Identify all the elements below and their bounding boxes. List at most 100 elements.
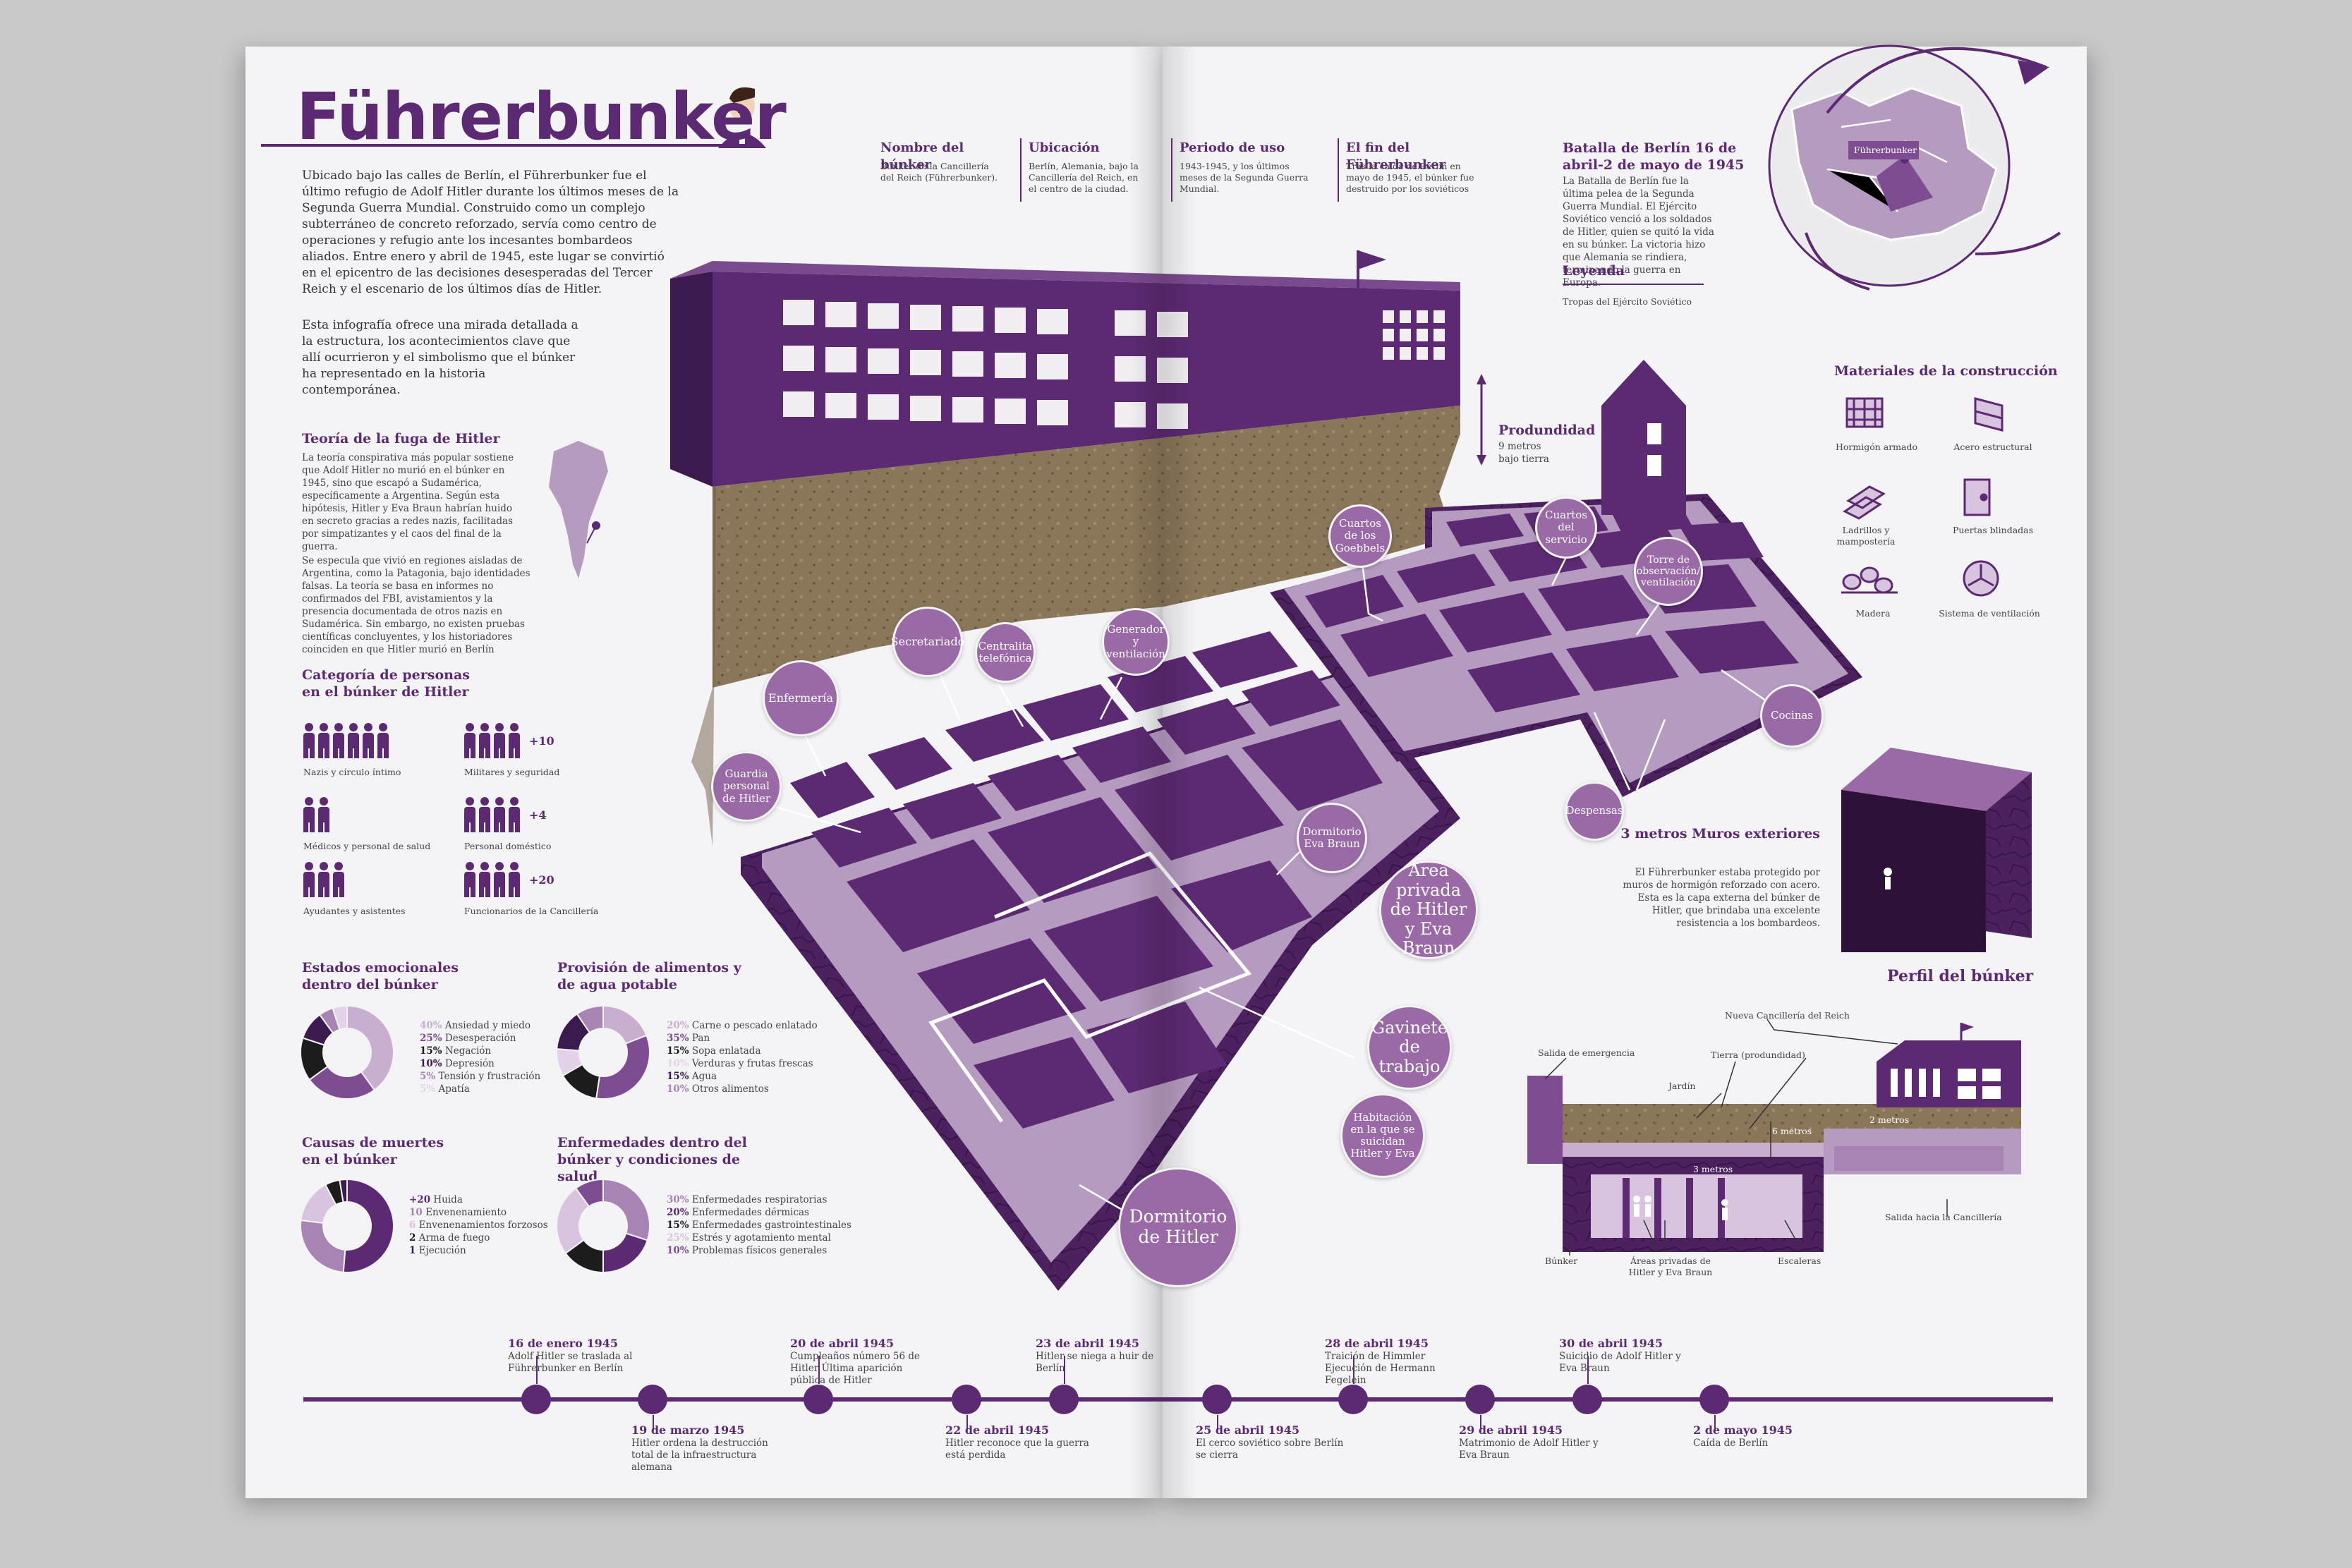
timeline-dot	[1338, 1385, 1368, 1414]
legend-value: 6	[409, 1220, 416, 1231]
person-icon	[509, 797, 520, 834]
timeline-text: Hitler ordena la destrucción total de la…	[631, 1438, 768, 1473]
legend-value: 10%	[667, 1245, 689, 1256]
chart-legend-item: 15% Negación	[420, 1045, 491, 1057]
room-label: Generador y ventilación	[1102, 608, 1170, 676]
timeline-date: 30 de abril 1945	[1559, 1337, 1663, 1350]
person-icon	[318, 797, 329, 834]
timeline-text: Suicidio de Adolf Hitler y Eva Braun	[1559, 1351, 1681, 1374]
room-label: Cuartos del servicio	[1535, 497, 1597, 559]
legend-label: Sopa enlatada	[689, 1045, 761, 1057]
room-label: Área privada de Hitler y Eva Braun	[1379, 861, 1478, 959]
donut-slice	[574, 1178, 604, 1208]
timeline-date: 16 de enero 1945	[508, 1337, 618, 1350]
donut-slice	[332, 1004, 348, 1031]
fact-title: Periodo de uso	[1180, 140, 1285, 155]
escape-paragraph-2: Se especula que vivió en regiones aislad…	[302, 555, 531, 655]
donut-slice	[300, 1219, 346, 1273]
person-icon	[464, 862, 475, 899]
people-extra-count: +20	[529, 873, 554, 887]
legend-item: Tropas del Ejército Soviético	[1563, 296, 1692, 307]
chart-legend-item: 5% Apatía	[420, 1083, 470, 1095]
material-label: Ladrillos y mampostería	[1836, 525, 1896, 547]
walls-text: El Führerbunker estaba protegido por mur…	[1623, 867, 1820, 929]
room-label: Secretariado	[891, 607, 964, 677]
bunker-floor-plan-left	[741, 631, 1460, 1291]
timeline-tick	[1064, 1356, 1065, 1384]
people-extra-count: +4	[529, 808, 547, 822]
person-icon	[479, 723, 490, 760]
person-icon	[303, 797, 315, 834]
berlin-map	[1768, 44, 2061, 291]
chart-legend-item: +20 Huida	[409, 1193, 463, 1206]
legend-value: 20%	[667, 1207, 689, 1218]
person-icon	[303, 862, 315, 899]
timeline-date: 19 de marzo 1945	[631, 1423, 745, 1437]
bricks-icon	[1843, 485, 1886, 520]
timeline-tick	[1587, 1356, 1589, 1384]
depth-2m-label: 2 metros	[1869, 1114, 1910, 1125]
chart-legend-item: 10% Depresión	[420, 1057, 495, 1070]
chart-legend-item: 20% Carne o pescado enlatado	[667, 1019, 818, 1032]
chart-legend-item: 15% Agua	[667, 1070, 717, 1083]
people-group-label: Funcionarios de la Cancillería	[464, 906, 599, 916]
chart-legend-item: 5% Tensión y frustración	[420, 1070, 540, 1083]
people-group-label: Militares y seguridad	[464, 767, 560, 777]
legend-title: Leyenda	[1563, 263, 1625, 279]
fact-divider	[1338, 138, 1339, 202]
chart-legend-item: 10 Envenenamiento	[409, 1206, 507, 1219]
people-group-label: Ayudantes y asistentes	[303, 906, 406, 916]
timeline-date: 2 de mayo 1945	[1693, 1423, 1793, 1437]
legend-label: Problemas físicos generales	[689, 1245, 828, 1256]
timeline-tick	[818, 1356, 820, 1384]
legend-value: 2	[409, 1232, 416, 1244]
room-label: Centralita telefónica	[975, 622, 1036, 683]
timeline-text: Adolf Hitler se traslada al Führerbunker…	[508, 1351, 633, 1374]
timeline-dot	[1049, 1385, 1079, 1414]
legend-value: 15%	[667, 1071, 689, 1082]
fact-text: 1943-1945, y los últimos meses de la Seg…	[1180, 161, 1309, 194]
person-icon	[377, 723, 389, 760]
fan-icon	[1963, 560, 1999, 597]
legend-value: 10	[409, 1207, 423, 1218]
room-label: Dormitorio de Hitler	[1118, 1167, 1238, 1287]
timeline-text: Caída de Berlín	[1693, 1438, 1769, 1449]
fact-title: El fin del Führerbunker	[1346, 140, 1446, 172]
legend-value: 35%	[667, 1033, 689, 1044]
person-icon	[509, 723, 520, 760]
fact-divider	[1020, 138, 1022, 202]
battle-title: Batalla de Berlín 16 de abril-2 de mayo …	[1563, 140, 1745, 173]
room-label: Torre de observación/ ventilación	[1634, 537, 1703, 606]
fact-text: Berlín, Alemania, bajo la Cancillería de…	[1029, 161, 1139, 194]
earth-label: Tierra (produndidad)	[1711, 1050, 1805, 1060]
legend-value: 10%	[420, 1058, 442, 1069]
donut-slice	[602, 1178, 650, 1241]
legend-value: 30%	[667, 1194, 689, 1205]
timeline-text: Hitler se niega a huir de Berlín	[1036, 1351, 1154, 1374]
bunker-profile-diagram	[1527, 1019, 2021, 1256]
legend-value: 1	[409, 1245, 416, 1256]
timeline-tick	[1480, 1415, 1481, 1430]
chart-legend-item: 10% Otros alimentos	[667, 1083, 769, 1095]
legend-value: 40%	[420, 1020, 442, 1031]
donut-slice	[339, 1178, 348, 1203]
timeline-text: Traición de Himmler Ejecución de Hermann…	[1325, 1351, 1436, 1386]
fact-title: Ubicación	[1029, 140, 1100, 155]
timeline-dot	[1699, 1385, 1729, 1414]
person-icon	[494, 797, 505, 834]
timeline-text: El cerco soviético sobre Berlín se cierr…	[1196, 1438, 1344, 1461]
room-label: Cuartos de los Goebbels	[1328, 504, 1392, 568]
intro-paragraph-1: Ubicado bajo las calles de Berlín, el Fü…	[302, 169, 679, 296]
chart-legend-item: 10% Problemas físicos generales	[667, 1244, 827, 1257]
wood-icon	[1841, 566, 1898, 594]
person-icon	[318, 862, 329, 899]
soil-layer	[713, 406, 1460, 688]
depth-3m-label: 3 metros	[1693, 1164, 1733, 1174]
person-icon	[318, 723, 329, 760]
legend-value: 5%	[420, 1071, 436, 1082]
intro-paragraph-2: Esta infografía ofrece una mirada detall…	[302, 318, 578, 397]
person-icon	[363, 723, 374, 760]
legend-label: Depresión	[442, 1058, 495, 1069]
materials-icons	[1841, 397, 2004, 597]
legend-label: Agua	[689, 1071, 717, 1082]
